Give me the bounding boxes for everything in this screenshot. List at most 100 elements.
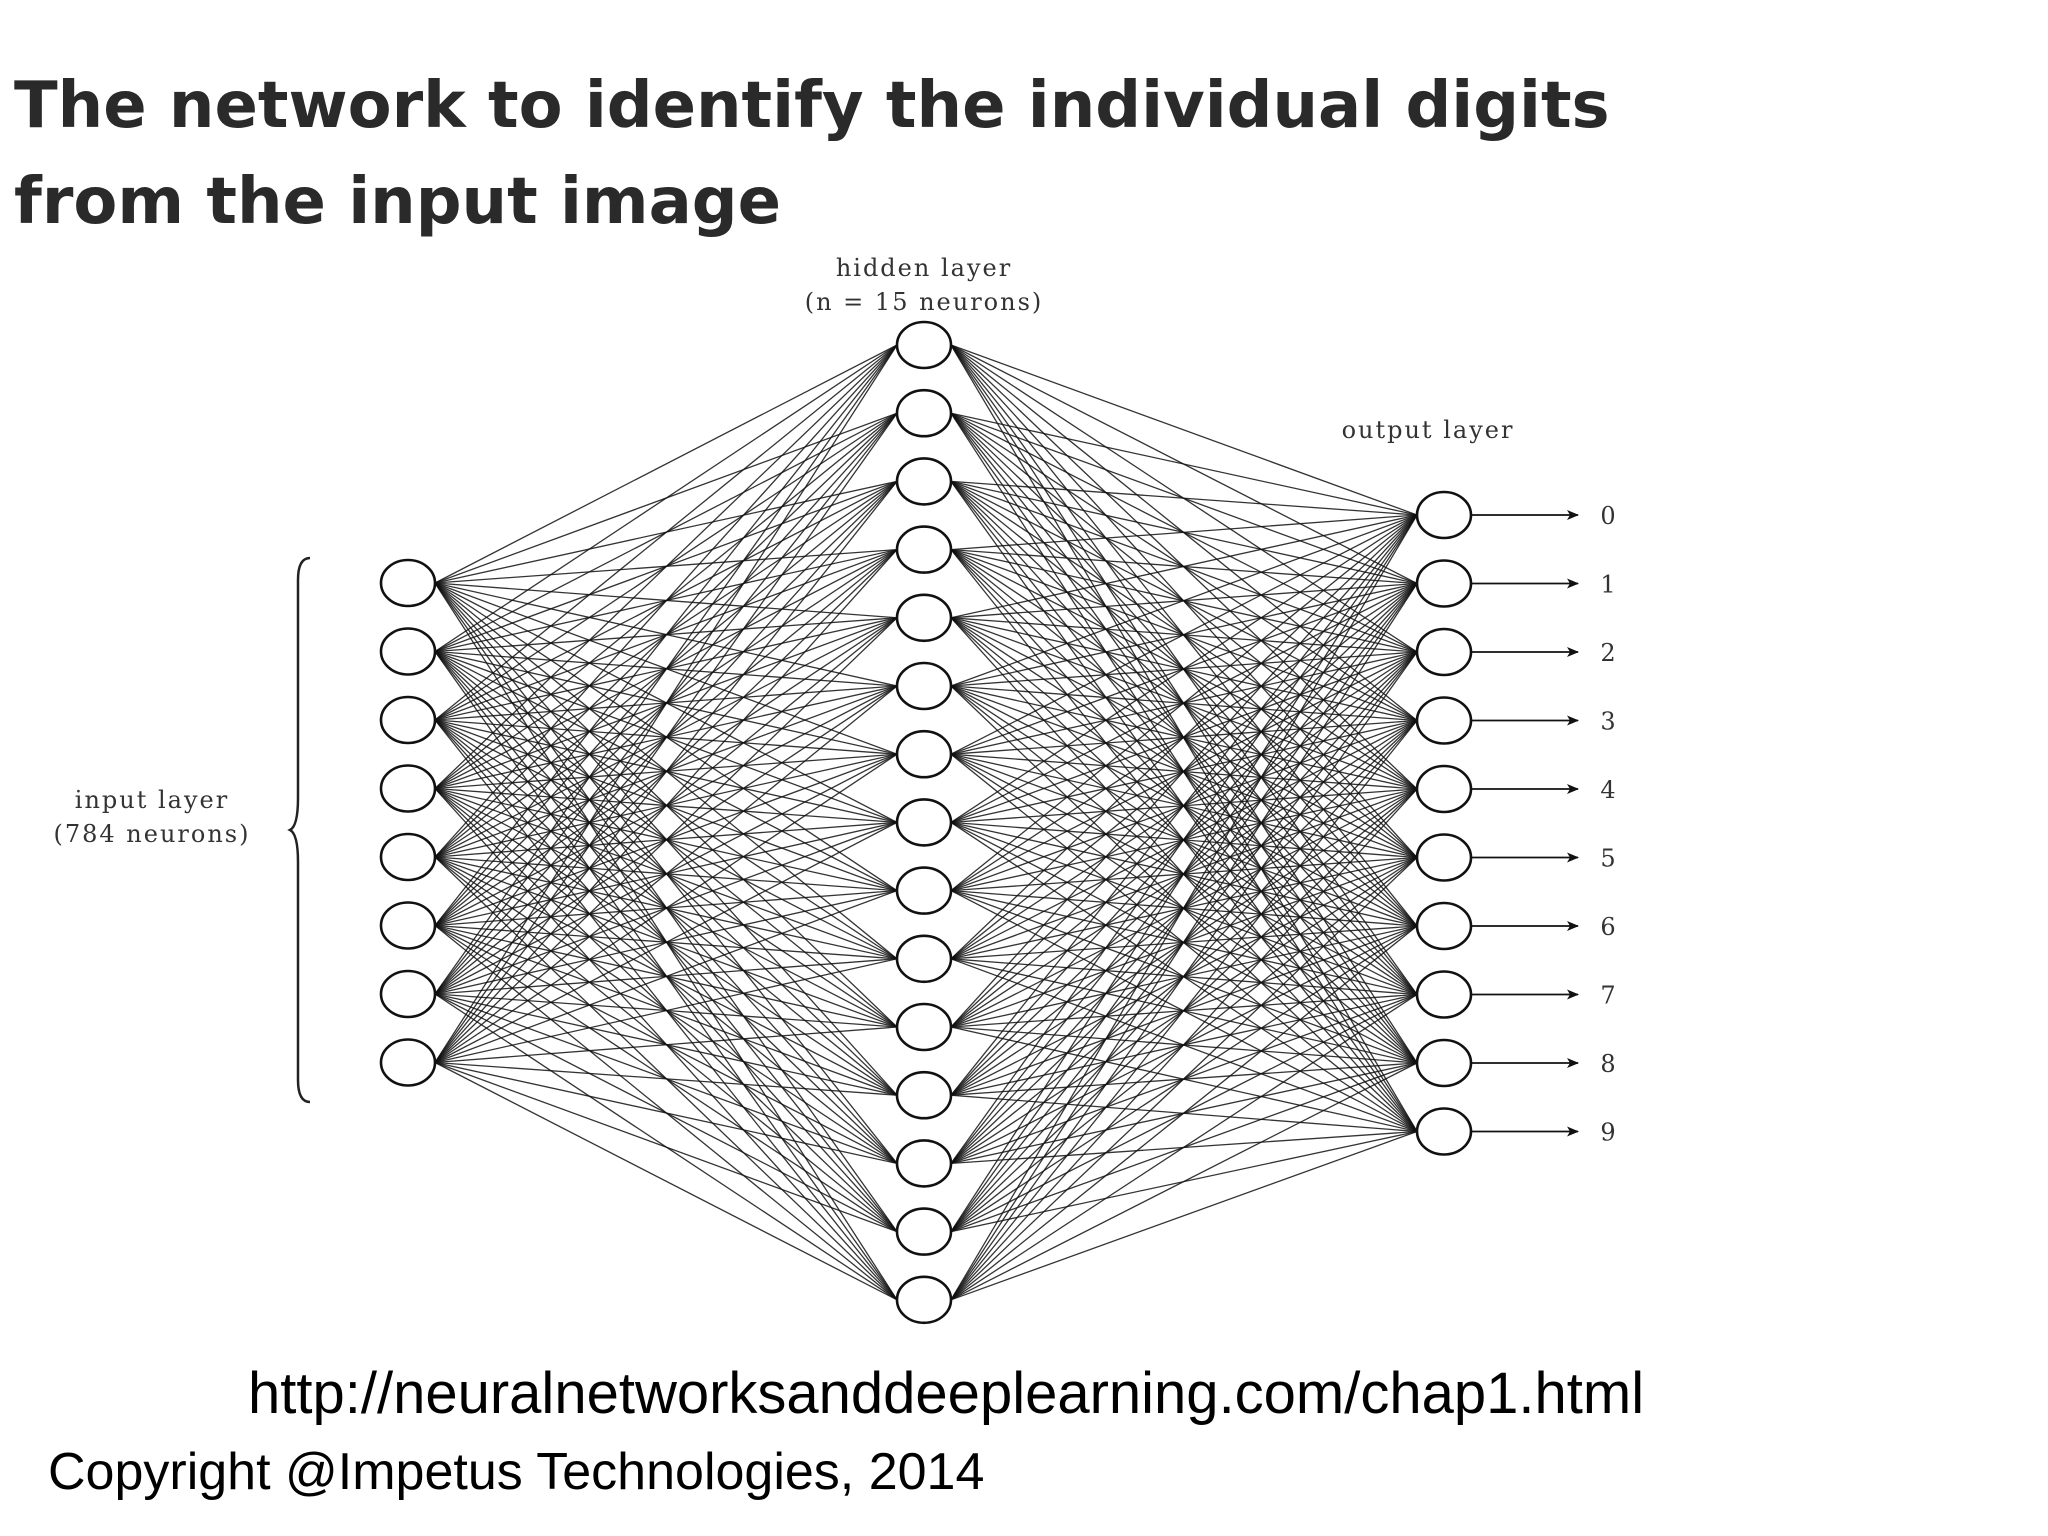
hidden-neuron-10 — [895, 1002, 953, 1052]
output-neuron-6 — [1415, 901, 1473, 951]
hidden-neuron-2 — [895, 457, 953, 506]
connection-hidden-3-output-0 — [950, 514, 1418, 551]
output-arrows: 0 1 2 3 4 5 6 7 8 9 — [1471, 502, 1616, 1147]
connection-input-3-hidden-0 — [434, 344, 898, 789]
hidden-layer-label: hidden layer — [836, 254, 1012, 282]
output-neuron-0 — [1415, 490, 1473, 540]
input-neuron-6 — [379, 969, 437, 1019]
input-neuron-7 — [379, 1038, 437, 1087]
input-neuron-2 — [379, 695, 437, 745]
connection-hidden-7-output-0 — [950, 514, 1418, 823]
connection-hidden-14-output-5 — [950, 857, 1418, 1301]
output-neuron-3 — [1415, 696, 1473, 745]
connection-input-2-hidden-0 — [434, 344, 898, 721]
output-neuron-8 — [1415, 1038, 1473, 1088]
output-digit-label-6: 6 — [1600, 913, 1615, 941]
connection-hidden-14-output-0 — [950, 514, 1418, 1301]
output-digit-label-3: 3 — [1600, 708, 1615, 736]
input-layer-brace — [287, 556, 311, 1104]
output-digit-label-2: 2 — [1600, 639, 1615, 667]
output-digit-label-1: 1 — [1600, 571, 1615, 599]
connection-input-5-hidden-0 — [434, 344, 898, 926]
hidden-neuron-12 — [895, 1139, 953, 1188]
connection-input-7-hidden-10 — [434, 1026, 898, 1064]
output-neuron-4 — [1415, 764, 1473, 814]
connection-input-7-hidden-0 — [434, 344, 898, 1063]
connection-input-1-hidden-0 — [434, 344, 898, 653]
hidden-neuron-1 — [895, 388, 953, 438]
connection-hidden-10-output-0 — [950, 514, 1418, 1028]
input-layer-label: input layer — [75, 786, 229, 814]
connection-input-7-hidden-8 — [434, 889, 898, 1064]
hidden-neuron-13 — [895, 1207, 953, 1256]
hidden-layer-size: (n = 15 neurons) — [805, 288, 1044, 316]
neurons — [379, 320, 1473, 1325]
connection-input-7-hidden-14 — [434, 1061, 898, 1301]
hidden-neuron-11 — [895, 1070, 953, 1120]
input-neuron-4 — [379, 832, 437, 882]
slide-title-line-1: The network to identify the individual d… — [14, 69, 1610, 143]
connection-hidden-4-output-0 — [950, 514, 1418, 619]
slide-title-line-2: from the input image — [14, 165, 781, 239]
input-neuron-0 — [379, 558, 437, 608]
output-neuron-7 — [1415, 970, 1473, 1019]
output-neuron-5 — [1415, 833, 1473, 882]
output-digit-label-8: 8 — [1600, 1050, 1615, 1078]
connection-hidden-14-output-9 — [950, 1130, 1418, 1301]
connections — [434, 344, 1418, 1301]
hidden-neuron-0 — [895, 320, 953, 370]
connection-input-7-hidden-4 — [434, 617, 898, 1063]
input-layer-size: (784 neurons) — [54, 820, 251, 848]
connection-hidden-14-output-2 — [950, 651, 1418, 1301]
copyright-notice: Copyright @Impetus Technologies, 2014 — [48, 1443, 985, 1501]
connection-input-6-hidden-0 — [434, 344, 898, 995]
hidden-neuron-5 — [895, 661, 953, 711]
output-neuron-9 — [1415, 1107, 1473, 1156]
input-neuron-1 — [379, 627, 437, 676]
connection-input-7-hidden-3 — [434, 549, 898, 1063]
connection-input-7-hidden-12 — [434, 1061, 898, 1165]
connection-hidden-0-output-0 — [950, 344, 1418, 516]
input-neuron-5 — [379, 901, 437, 950]
hidden-neuron-14 — [895, 1275, 953, 1325]
output-digit-label-4: 4 — [1600, 776, 1615, 804]
output-layer-label: output layer — [1342, 416, 1515, 444]
connection-input-7-hidden-5 — [434, 685, 898, 1064]
hidden-neuron-7 — [895, 798, 953, 847]
output-digit-label-0: 0 — [1600, 502, 1615, 530]
connection-input-7-hidden-2 — [434, 480, 898, 1063]
source-url: http://neuralnetworksanddeeplearning.com… — [248, 1361, 1645, 1426]
connection-input-7-hidden-6 — [434, 753, 898, 1064]
connection-hidden-14-output-8 — [950, 1062, 1418, 1301]
connection-hidden-14-output-6 — [950, 925, 1418, 1301]
connection-hidden-6-output-0 — [950, 514, 1418, 755]
connection-hidden-14-output-3 — [950, 720, 1418, 1301]
connection-input-7-hidden-13 — [434, 1061, 898, 1233]
connection-input-7-hidden-1 — [434, 412, 898, 1063]
connection-input-7-hidden-9 — [434, 958, 898, 1064]
connection-hidden-1-output-0 — [950, 412, 1418, 516]
connection-hidden-14-output-4 — [950, 788, 1418, 1301]
connection-hidden-5-output-0 — [950, 514, 1418, 687]
connection-hidden-8-output-0 — [950, 514, 1418, 892]
output-neuron-1 — [1415, 559, 1473, 608]
hidden-neuron-4 — [895, 593, 953, 643]
output-digit-label-5: 5 — [1600, 845, 1615, 873]
hidden-neuron-9 — [895, 934, 953, 984]
output-digit-label-7: 7 — [1600, 982, 1615, 1010]
output-neuron-2 — [1415, 627, 1473, 677]
hidden-neuron-3 — [895, 525, 953, 574]
hidden-neuron-8 — [895, 866, 953, 915]
connection-input-4-hidden-0 — [434, 344, 898, 858]
connection-hidden-14-output-7 — [950, 993, 1418, 1301]
connection-hidden-9-output-0 — [950, 514, 1418, 960]
input-neuron-3 — [379, 764, 437, 813]
connection-hidden-11-output-0 — [950, 514, 1418, 1096]
connection-hidden-13-output-0 — [950, 514, 1418, 1232]
output-digit-label-9: 9 — [1600, 1119, 1615, 1147]
connection-hidden-14-output-1 — [950, 583, 1418, 1301]
connection-input-7-hidden-11 — [434, 1061, 898, 1096]
slide-title: The network to identify the individual d… — [14, 58, 1610, 250]
connection-hidden-2-output-0 — [950, 480, 1418, 516]
